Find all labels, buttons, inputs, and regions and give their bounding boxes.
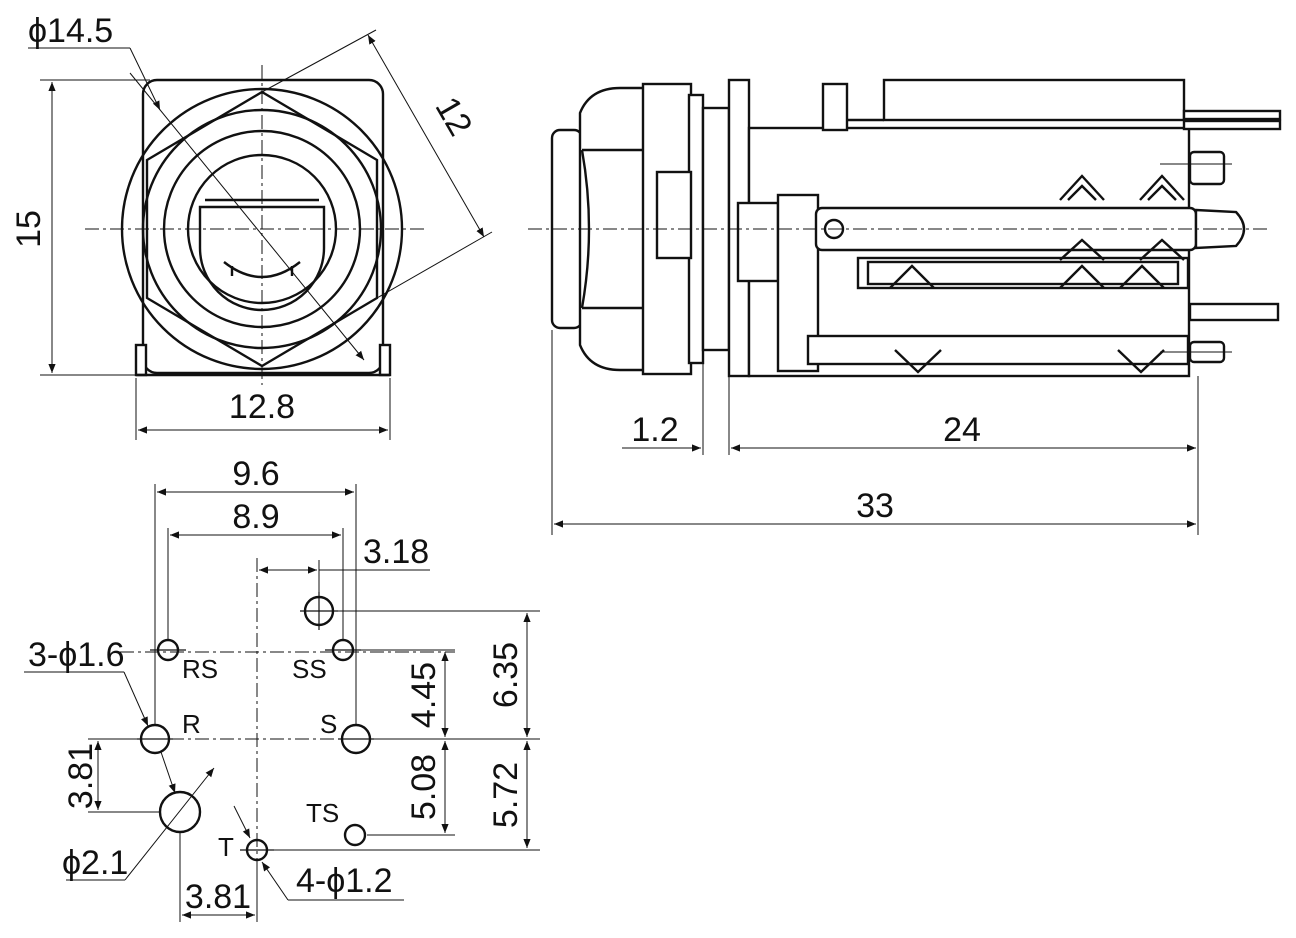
side-view: 1.2 24 33 xyxy=(528,78,1282,535)
note-hole-2-1: ϕ2.1 xyxy=(62,844,128,882)
dim-pcb-9-6: 9.6 xyxy=(232,455,279,493)
pin-label-ts: TS xyxy=(306,798,339,828)
pin-label-ss: SS xyxy=(292,654,327,684)
dim-front-width: 12.8 xyxy=(229,388,295,426)
pin-label-rs: RS xyxy=(182,654,218,684)
dim-pcb-5-08: 5.08 xyxy=(405,754,443,820)
dim-pcb-3-81-horizontal: 3.81 xyxy=(185,878,251,916)
hole-ts xyxy=(343,823,367,847)
side-body xyxy=(747,126,1191,378)
pcb-layout: 9.6 8.9 3.18 6.35 4.45 5.08 5.72 3.81 3.… xyxy=(24,455,540,922)
front-base-tab-right xyxy=(378,343,392,377)
dim-pcb-6-35: 6.35 xyxy=(487,642,525,708)
front-body-outline xyxy=(141,78,385,375)
note-holes-1-2: 4-ϕ1.2 xyxy=(296,862,393,900)
pin-label-s: S xyxy=(320,709,337,739)
dim-front-height: 15 xyxy=(10,210,48,248)
dim-pcb-5-72: 5.72 xyxy=(487,762,525,828)
hole-sleeve xyxy=(158,790,202,834)
dim-hex-flats: 12 xyxy=(428,91,480,143)
note-holes-1-6: 3-ϕ1.6 xyxy=(28,636,125,674)
dim-pcb-4-45: 4.45 xyxy=(405,662,443,728)
front-plug-opening xyxy=(198,205,326,312)
dim-total-length: 33 xyxy=(856,487,894,525)
front-base-tab-left xyxy=(134,343,148,377)
dim-pcb-3-81-vertical: 3.81 xyxy=(62,743,100,809)
dim-flange-thickness: 1.2 xyxy=(631,411,678,449)
front-view: ϕ14.5 15 12.8 12 xyxy=(10,12,493,440)
dim-pcb-8-9: 8.9 xyxy=(232,498,279,536)
dim-body-length: 24 xyxy=(943,411,981,449)
dim-pcb-3-18: 3.18 xyxy=(363,533,429,571)
pin-label-t: T xyxy=(218,832,234,862)
pin-label-r: R xyxy=(182,709,201,739)
dim-outer-diameter: ϕ14.5 xyxy=(28,12,113,50)
